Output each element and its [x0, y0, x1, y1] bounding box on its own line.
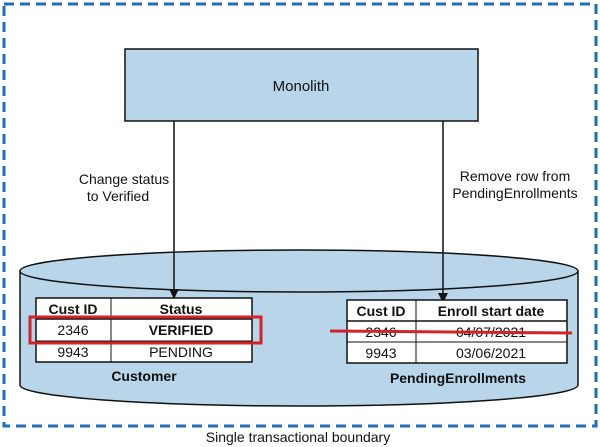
- customer-table: Cust ID Status 2346 VERIFIED 9943 PENDIN…: [28, 297, 263, 363]
- customer-row1-cust-id: 2346: [57, 322, 88, 338]
- customer-table-caption: Customer: [111, 368, 177, 384]
- arrow-right-label-line1: Remove row from: [460, 168, 570, 184]
- cylinder-bottom: [19, 384, 579, 407]
- customer-header-cust-id: Cust ID: [49, 301, 98, 317]
- enrollments-header-enroll-date: Enroll start date: [438, 303, 545, 319]
- arrow-left-label-line2: to Verified: [87, 188, 149, 204]
- database-cylinder: [19, 249, 579, 407]
- enrollments-table-caption: PendingEnrollments: [390, 370, 526, 386]
- monolith-box: Monolith: [124, 48, 479, 122]
- enrollments-row2-enroll-date: 03/06/2021: [456, 345, 526, 361]
- enrollments-row2-cust-id: 9943: [365, 345, 396, 361]
- customer-table-bg: [35, 297, 253, 363]
- enrollments-header-cust-id: Cust ID: [357, 303, 406, 319]
- arrow-right-label-line2: PendingEnrollments: [452, 185, 577, 201]
- customer-row2-status: PENDING: [149, 344, 213, 360]
- removed-row-strikethrough: [329, 329, 573, 335]
- verified-row-highlight: [28, 315, 263, 345]
- customer-header-status: Status: [160, 301, 203, 317]
- cylinder-top: [19, 249, 579, 293]
- customer-row2-cust-id: 9943: [57, 344, 88, 360]
- customer-row1-status: VERIFIED: [149, 322, 214, 338]
- monolith-rect: [124, 48, 479, 122]
- enrollments-table: Cust ID Enroll start date 2346 04/07/202…: [329, 299, 573, 364]
- monolith-label: Monolith: [273, 78, 330, 95]
- arrow-left-label-line1: Change status: [79, 171, 169, 187]
- transaction-boundary: [2, 2, 598, 428]
- boundary-label: Single transactional boundary: [206, 429, 390, 445]
